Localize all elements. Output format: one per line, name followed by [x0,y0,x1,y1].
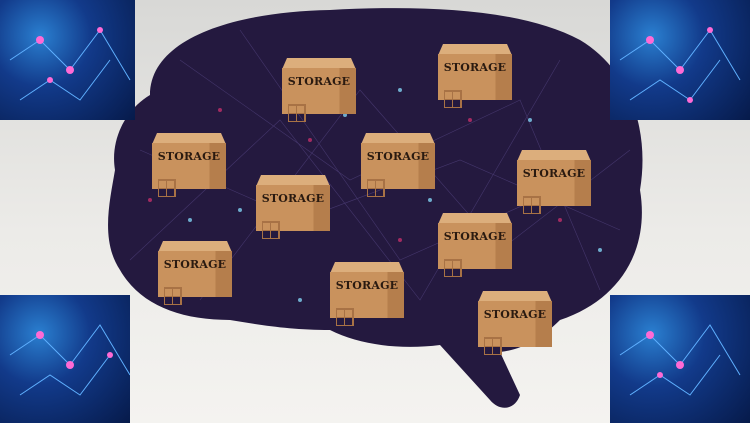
storage-box: STORAGE [256,175,330,239]
storage-label: STORAGE [522,167,586,180]
storage-box: STORAGE [158,241,232,305]
storage-label: STORAGE [261,192,325,205]
neural-network-image-top-left [0,0,135,120]
neural-network-image-bottom-left [0,295,130,423]
storage-box: STORAGE [282,58,356,122]
storage-box: STORAGE [478,291,552,355]
storage-box: STORAGE [330,262,404,326]
storage-label: STORAGE [163,258,227,271]
storage-box: STORAGE [517,150,591,214]
storage-box: STORAGE [152,133,226,197]
neural-network-image-bottom-right [610,295,750,423]
storage-label: STORAGE [157,150,221,163]
storage-label: STORAGE [366,150,430,163]
storage-label: STORAGE [443,61,507,74]
storage-label: STORAGE [287,75,351,88]
storage-label: STORAGE [335,279,399,292]
storage-box: STORAGE [438,44,512,108]
storage-box: STORAGE [361,133,435,197]
storage-label: STORAGE [483,308,547,321]
storage-box: STORAGE [438,213,512,277]
storage-label: STORAGE [443,230,507,243]
neural-network-image-top-right [610,0,750,120]
